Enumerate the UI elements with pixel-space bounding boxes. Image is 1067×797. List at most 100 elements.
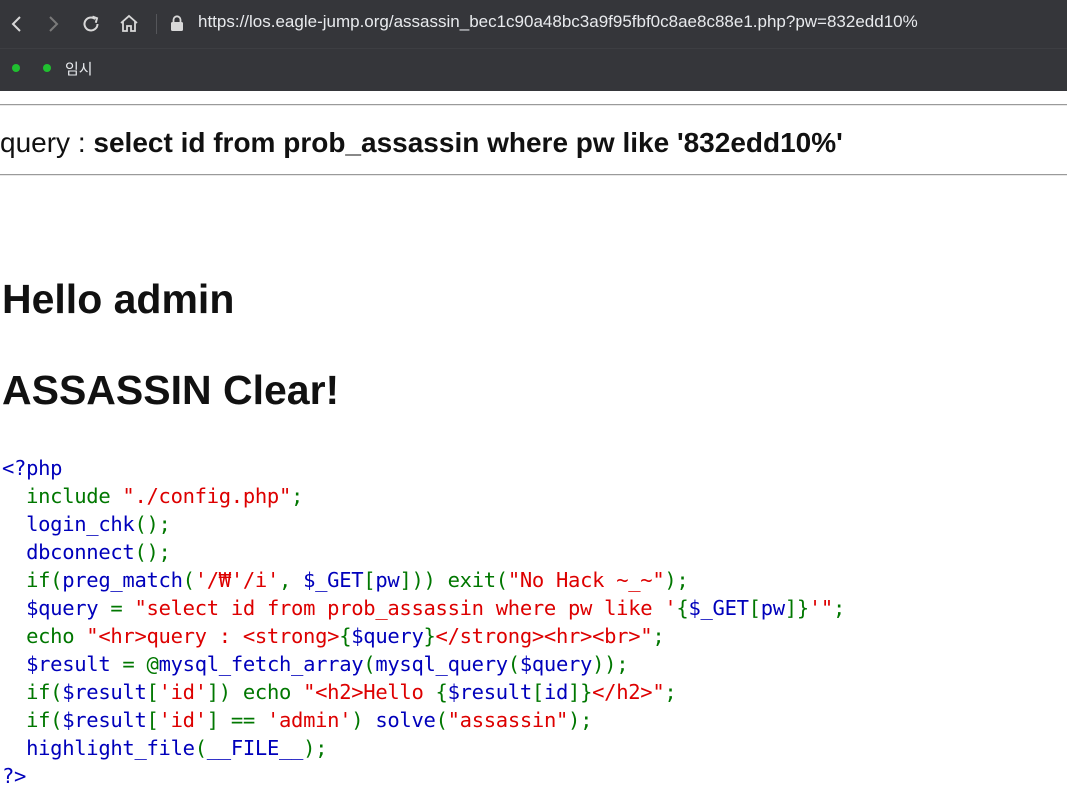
code-token: mysql_query — [375, 652, 508, 676]
code-token: pw — [375, 568, 400, 592]
query-line: query : select id from prob_assassin whe… — [0, 127, 843, 159]
php-open-tag: <?php — [2, 456, 63, 480]
code-token: if( — [2, 708, 63, 732]
code-token: </strong><hr><br>" — [435, 624, 653, 648]
code-token: $result — [2, 652, 123, 676]
code-token: 'id' — [158, 708, 207, 732]
code-token: { — [435, 680, 448, 704]
home-icon — [120, 14, 138, 32]
code-token: ])) exit( — [399, 568, 508, 592]
code-token: $query — [519, 652, 593, 676]
bookmark-dot-icon[interactable] — [43, 64, 51, 72]
code-token: [ — [146, 680, 159, 704]
code-token: , — [278, 568, 304, 592]
bookmark-item[interactable]: 임시 — [65, 61, 93, 78]
top-divider — [0, 104, 1067, 106]
code-token: preg_match — [62, 568, 183, 592]
code-token: [ — [748, 596, 761, 620]
code-token: ( — [194, 736, 207, 760]
code-token: $query — [2, 596, 111, 620]
code-token: ; — [652, 624, 665, 648]
code-line: echo "<hr>query : <strong>{$query}</stro… — [2, 622, 845, 650]
query-text: select id from prob_assassin where pw li… — [93, 127, 843, 158]
code-token: ( — [507, 652, 520, 676]
code-line: $query = "select id from prob_assassin w… — [2, 594, 845, 622]
code-token: ); — [303, 736, 328, 760]
code-token: '/₩'/i' — [194, 568, 280, 592]
code-token: echo — [2, 624, 87, 648]
code-token: highlight_file — [2, 736, 195, 760]
code-token: "./config.php" — [122, 484, 292, 508]
code-line: if($result['id']) echo "<h2>Hello {$resu… — [2, 678, 845, 706]
reload-icon — [83, 15, 99, 32]
code-token: { — [339, 624, 352, 648]
code-line: login_chk(); — [2, 510, 845, 538]
code-token: = @ — [122, 652, 159, 676]
code-token: ; — [291, 484, 304, 508]
back-button[interactable] — [3, 10, 31, 38]
reload-button[interactable] — [77, 10, 105, 38]
code-token: ] == — [206, 708, 267, 732]
code-token: ]) echo — [206, 680, 304, 704]
code-token: $_GET — [303, 568, 364, 592]
code-token: = — [110, 596, 135, 620]
home-button[interactable] — [115, 10, 143, 38]
code-token: $_GET — [688, 596, 749, 620]
code-token: [ — [363, 568, 376, 592]
code-line: include "./config.php"; — [2, 482, 845, 510]
bookmarks-bar — [0, 48, 1067, 91]
code-token: ( — [182, 568, 195, 592]
code-token: pw — [760, 596, 785, 620]
hello-heading: Hello admin — [2, 276, 235, 322]
code-token: mysql_fetch_array — [158, 652, 364, 676]
back-icon — [11, 16, 21, 32]
code-token: "No Hack ~_~" — [507, 568, 665, 592]
code-token: ]} — [568, 680, 593, 704]
clear-heading: ASSASSIN Clear! — [2, 367, 340, 413]
code-token: '" — [808, 596, 833, 620]
code-line: if($result['id'] == 'admin') solve("assa… — [2, 706, 845, 734]
code-line: highlight_file(__FILE__); — [2, 734, 845, 762]
code-token: (); — [134, 512, 171, 536]
bottom-divider — [0, 174, 1067, 176]
code-token: { — [676, 596, 689, 620]
forward-icon — [49, 16, 59, 32]
code-line: dbconnect(); — [2, 538, 845, 566]
code-token: [ — [531, 680, 544, 704]
lock-icon[interactable] — [170, 15, 184, 37]
code-token: (); — [134, 540, 171, 564]
php-source-code: <?php include "./config.php"; login_chk(… — [2, 454, 845, 790]
php-close-tag: ?> — [2, 764, 27, 788]
query-prefix: query : — [0, 127, 94, 158]
code-token: include — [2, 484, 123, 508]
code-token: "<hr>query : <strong> — [86, 624, 340, 648]
code-token: )); — [592, 652, 629, 676]
code-token: $result — [447, 680, 533, 704]
code-token: [ — [146, 708, 159, 732]
code-token: "<h2>Hello — [303, 680, 436, 704]
code-token: dbconnect — [2, 540, 135, 564]
code-token: ); — [664, 568, 689, 592]
code-token: $query — [351, 624, 424, 648]
code-token: } — [423, 624, 436, 648]
code-token: ( — [363, 652, 376, 676]
code-token: $result — [62, 708, 147, 732]
address-bar[interactable]: https://los.eagle-jump.org/assassin_bec1… — [198, 12, 918, 31]
code-token: 'admin' — [266, 708, 352, 732]
code-token: "assassin" — [447, 708, 569, 732]
code-token: ( — [435, 708, 448, 732]
code-token: if( — [2, 568, 63, 592]
code-line: if(preg_match('/₩'/i', $_GET[pw])) exit(… — [2, 566, 845, 594]
toolbar-separator — [156, 14, 157, 34]
code-token: </h2>" — [592, 680, 665, 704]
code-token: 'id' — [158, 680, 207, 704]
code-token: solve — [375, 708, 436, 732]
code-token: __FILE__ — [206, 736, 304, 760]
code-line: $result = @mysql_fetch_array(mysql_query… — [2, 650, 845, 678]
code-token: if( — [2, 680, 63, 704]
forward-button[interactable] — [39, 10, 67, 38]
code-token: ) — [351, 708, 376, 732]
code-lines: include "./config.php"; login_chk(); dbc… — [2, 482, 845, 762]
code-token: ); — [568, 708, 593, 732]
code-token: ]} — [784, 596, 809, 620]
